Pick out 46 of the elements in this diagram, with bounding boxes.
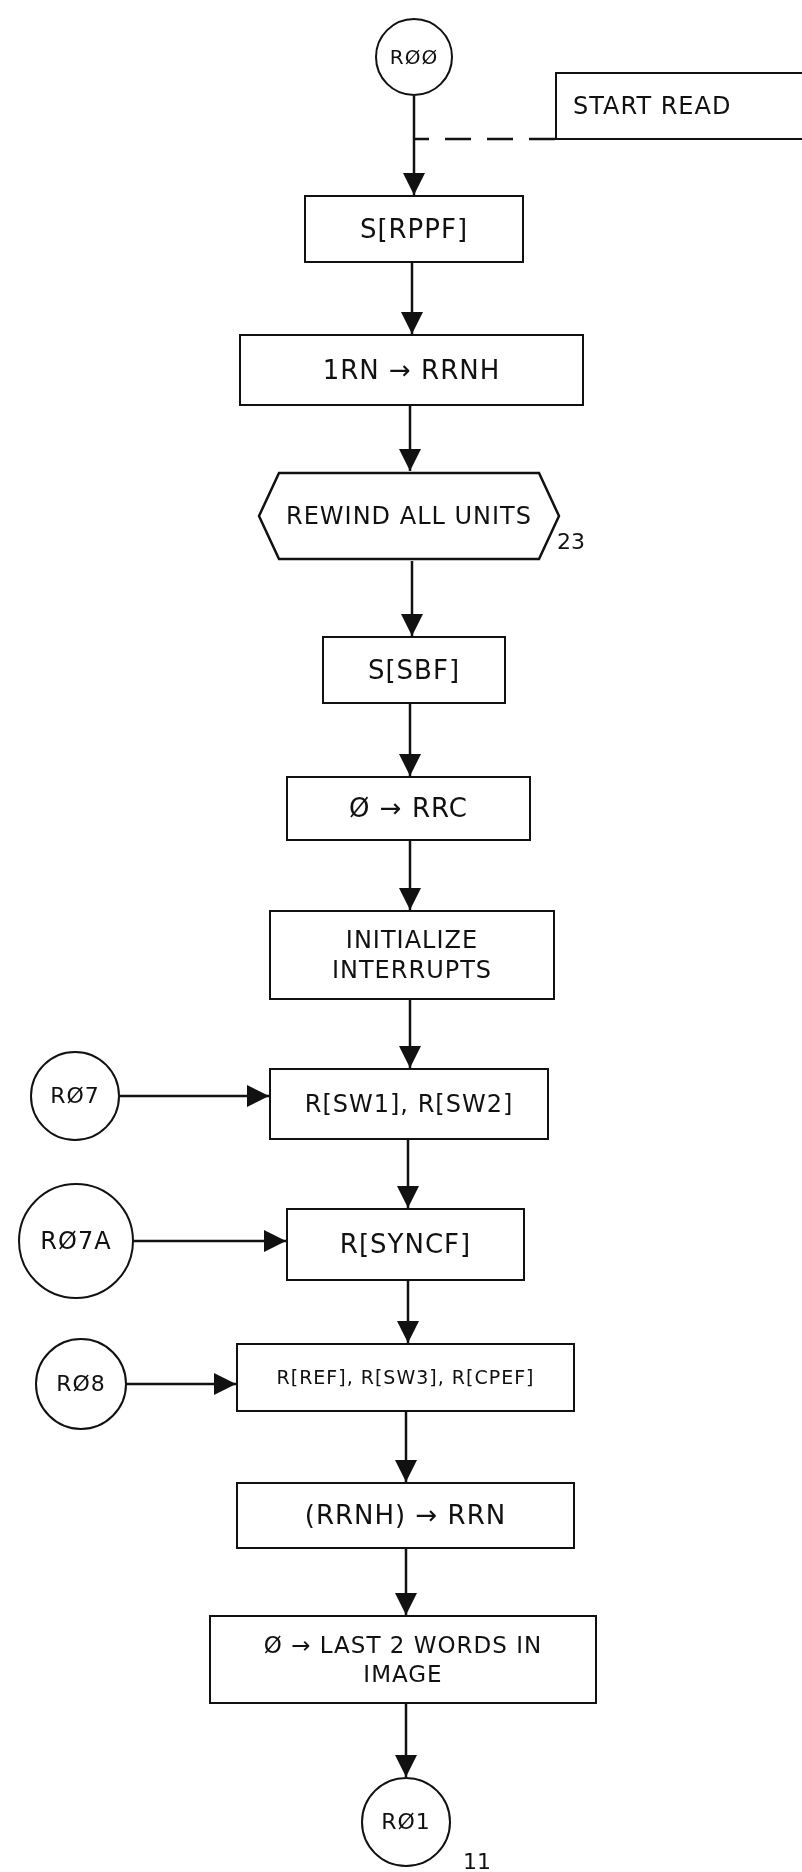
process-box xyxy=(236,1482,575,1549)
node-label: REWIND ALL UNITS xyxy=(286,501,532,531)
process-box xyxy=(286,776,531,841)
arrow xyxy=(127,1373,236,1395)
arrow xyxy=(399,1000,421,1068)
node-label: S[RPPF] xyxy=(359,212,469,246)
node-label: R[SW1], R[SW2] xyxy=(304,1089,514,1119)
node-label: RØ7A xyxy=(40,1226,112,1256)
arrow xyxy=(399,406,421,471)
arrow xyxy=(401,263,423,334)
arrow xyxy=(399,841,421,910)
arrow xyxy=(403,96,425,195)
process-box xyxy=(269,910,555,1000)
node-label: Ø → LAST 2 WORDS IN IMAGE xyxy=(262,1630,544,1689)
dashed-leader-line xyxy=(414,137,555,141)
arrow xyxy=(395,1704,417,1777)
node-label: (RRNH) → RRN xyxy=(304,1499,507,1532)
node-label: RØØ xyxy=(389,44,439,70)
process-box xyxy=(209,1615,597,1704)
node-label: Ø → RRC xyxy=(349,792,468,825)
arrow xyxy=(399,704,421,776)
node-label: S[SBF] xyxy=(367,653,461,687)
process-box xyxy=(286,1208,525,1281)
node-label: 1RN → RRNH xyxy=(322,353,501,387)
process-box xyxy=(236,1343,575,1412)
process-box xyxy=(269,1068,549,1140)
arrow xyxy=(395,1549,417,1615)
node-label: RØ8 xyxy=(56,1370,106,1398)
arrow xyxy=(401,561,423,636)
node-label: R[SYNCF] xyxy=(339,1228,472,1261)
arrow xyxy=(397,1140,419,1208)
annotation-bracket xyxy=(555,72,802,140)
reference-number: 23 xyxy=(557,529,585,554)
node-label: RØ1 xyxy=(381,1808,431,1836)
arrow xyxy=(395,1412,417,1482)
process-box xyxy=(239,334,584,406)
node-label: INITIALIZE INTERRUPTS xyxy=(330,925,494,985)
node-label: RØ7 xyxy=(50,1082,100,1110)
arrow xyxy=(134,1230,286,1252)
arrow xyxy=(120,1085,269,1107)
node-label: START READ xyxy=(573,91,732,121)
node-label: R[REF], R[SW3], R[CPEF] xyxy=(276,1365,535,1390)
reference-number: 11 xyxy=(463,1849,491,1872)
arrow xyxy=(397,1281,419,1343)
process-box xyxy=(304,195,524,263)
process-box xyxy=(322,636,506,704)
